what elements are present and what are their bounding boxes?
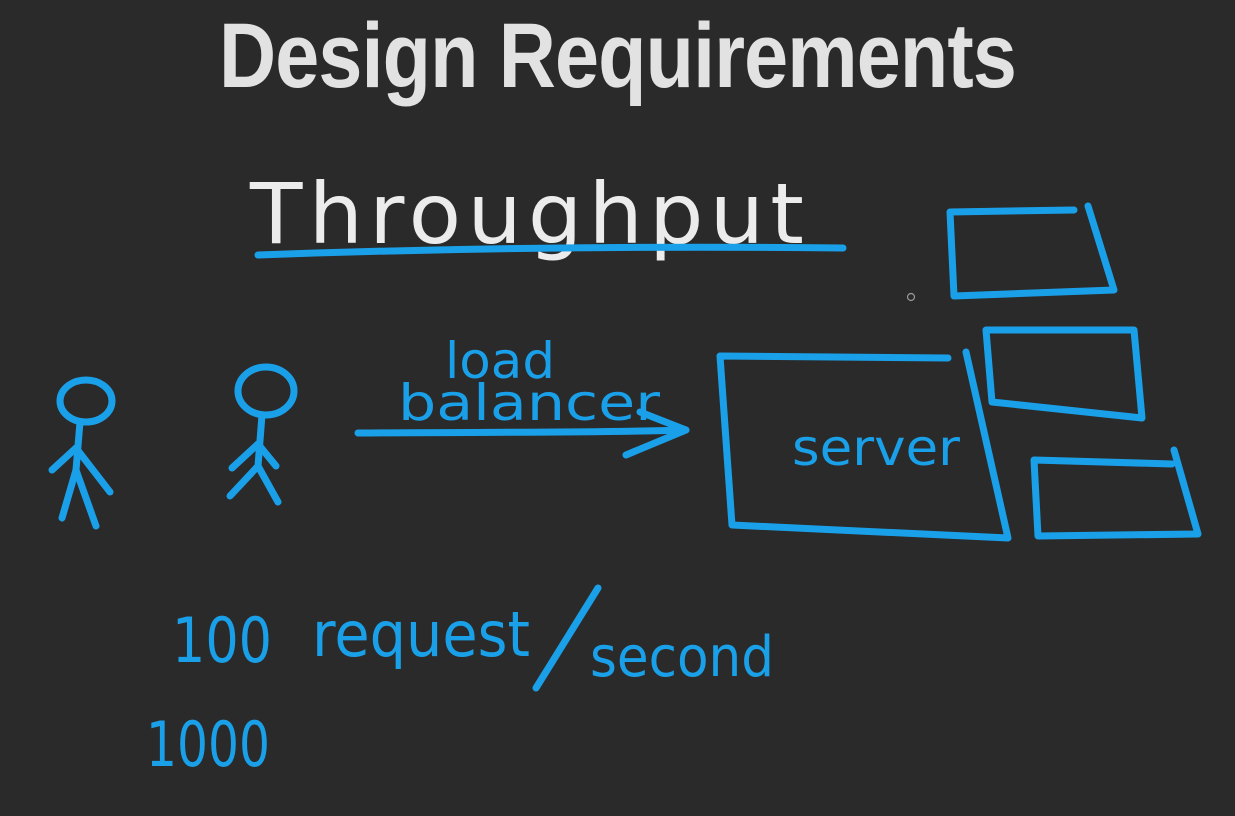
arrow-icon [354,408,690,459]
stick-figure-icon [226,363,298,506]
server-box [716,348,1012,542]
server-label: server [792,419,960,477]
slide-title: Design Requirements [218,5,1017,107]
arrow-label-balancer: balancer [398,374,661,432]
second-value: 1000 [146,708,270,781]
rate-value: 100 [172,604,272,677]
slash [532,584,602,692]
topic-underline [254,243,847,259]
stick-figure-icon [48,376,116,530]
extra-server-box [982,326,1146,422]
cursor-dot-icon [906,292,916,302]
extra-server-box [1030,446,1202,540]
rate-unit-left: request [312,598,530,671]
rate-unit-right: second [590,625,774,690]
arrow-label-load: load [445,332,555,390]
extra-server-box [946,202,1118,300]
